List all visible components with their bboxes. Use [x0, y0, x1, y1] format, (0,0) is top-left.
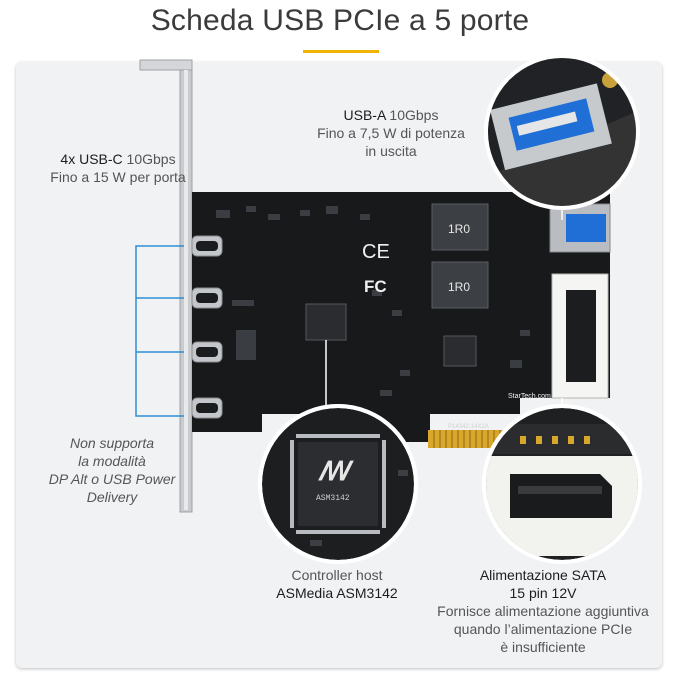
sata-callout: Alimentazione SATA 15 pin 12V Fornisce a… — [418, 566, 668, 656]
title-underline — [303, 50, 379, 53]
page-title: Scheda USB PCIe a 5 porte — [150, 4, 530, 37]
sata-line-1: Alimentazione SATA — [479, 567, 607, 583]
part-number: P14342-14X2A — [448, 424, 489, 430]
note-line-1: Non supporta — [69, 435, 155, 451]
controller-callout: Controller host ASMedia ASM3142 — [262, 566, 412, 602]
note-line-3: DP Alt o USB Power — [48, 471, 176, 487]
sata-line-5: è insufficiente — [500, 639, 586, 655]
zoom-usb-a — [484, 54, 640, 210]
usb-c-callout: 4x USB-C 10Gbps Fino a 15 W per porta — [30, 150, 206, 186]
usb-c-detail: Fino a 15 W per porta — [50, 169, 186, 185]
usb-c-label: 4x USB-C — [60, 151, 123, 167]
usb-c-speed: 10Gbps — [122, 151, 176, 167]
fcc-mark: FC — [364, 277, 387, 296]
zoom-sata-connector — [482, 404, 642, 564]
controller-line-1: Controller host — [291, 567, 383, 583]
usb-a-callout: USB-A 10Gbps Fino a 7,5 W di potenza in … — [296, 106, 486, 160]
brand-mark: StarTech.com — [508, 393, 551, 400]
zoom-controller-chip — [258, 404, 418, 564]
controller-line-2: ASMedia ASM3142 — [276, 585, 398, 601]
sata-line-4: quando l’alimentazione PCIe — [453, 621, 633, 637]
support-note: Non supporta la modalità DP Alt o USB Po… — [32, 434, 192, 506]
ce-mark: CE — [362, 241, 390, 263]
sata-line-3: Fornisce alimentazione aggiuntiva — [437, 603, 649, 619]
note-line-2: la modalità — [78, 453, 146, 469]
note-line-4: Delivery — [86, 489, 138, 505]
usb-a-label: USB-A — [343, 107, 386, 123]
usb-a-detail-2: in uscita — [365, 143, 417, 159]
inductor-label-1: 1R0 — [448, 222, 470, 236]
circuit-board — [191, 192, 611, 448]
chip-code: ASM3142 — [316, 494, 350, 503]
sata-line-2: 15 pin 12V — [509, 585, 577, 601]
usb-c-callout-lines — [135, 245, 184, 417]
inductor-label-2: 1R0 — [448, 280, 470, 294]
usb-a-detail-1: Fino a 7,5 W di potenza — [317, 125, 465, 141]
chip-logo: ꟿ — [318, 456, 354, 486]
usb-a-speed: 10Gbps — [385, 107, 439, 123]
